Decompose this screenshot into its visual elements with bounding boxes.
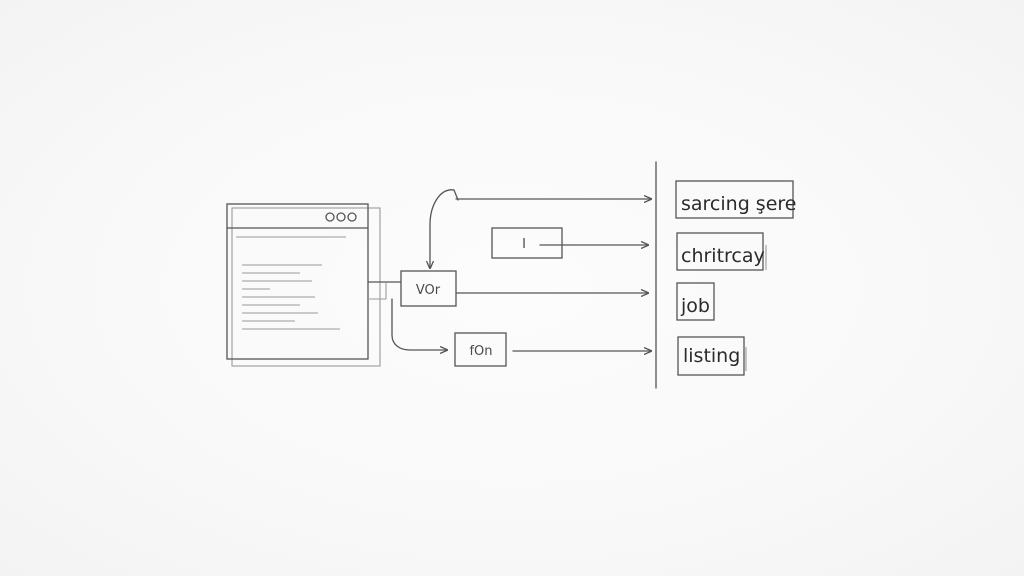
window-control-icon [347, 212, 357, 222]
bottom-box-frame [454, 332, 507, 367]
mid-box-label: VOr [416, 283, 441, 298]
target-item: listing [677, 336, 747, 376]
branch-arrow [391, 298, 447, 350]
top-box-frame [491, 227, 563, 259]
bottom-box: fOn [454, 332, 507, 367]
target-label: listing [683, 345, 740, 367]
mid-box: VOr [400, 270, 457, 307]
browser-window [226, 203, 381, 367]
loop-arrow-tip [453, 189, 459, 201]
bottom-box-label: fOn [469, 344, 492, 359]
window-connectors [367, 281, 402, 300]
target-item: sarcing şere [675, 180, 796, 219]
target-frame [676, 282, 715, 321]
target-arrows [455, 199, 651, 351]
target-list: sarcing şere chritrcay job listing [675, 180, 796, 376]
top-box-label: I [522, 237, 526, 252]
target-label: chritrcay [681, 245, 765, 267]
top-box: I [491, 227, 563, 259]
target-frame [675, 180, 794, 219]
window-control-icon [325, 212, 335, 222]
browser-window-shadow [231, 207, 381, 367]
target-item: job [676, 282, 715, 321]
target-frame [677, 336, 745, 376]
target-label: sarcing şere [681, 193, 796, 215]
target-frame [676, 232, 764, 271]
loop-arrow [430, 189, 455, 268]
target-item: chritrcay [676, 232, 767, 271]
window-control-icon [336, 212, 346, 222]
target-label: job [680, 295, 710, 317]
content-lines [236, 236, 346, 330]
mid-box-frame [400, 270, 457, 307]
